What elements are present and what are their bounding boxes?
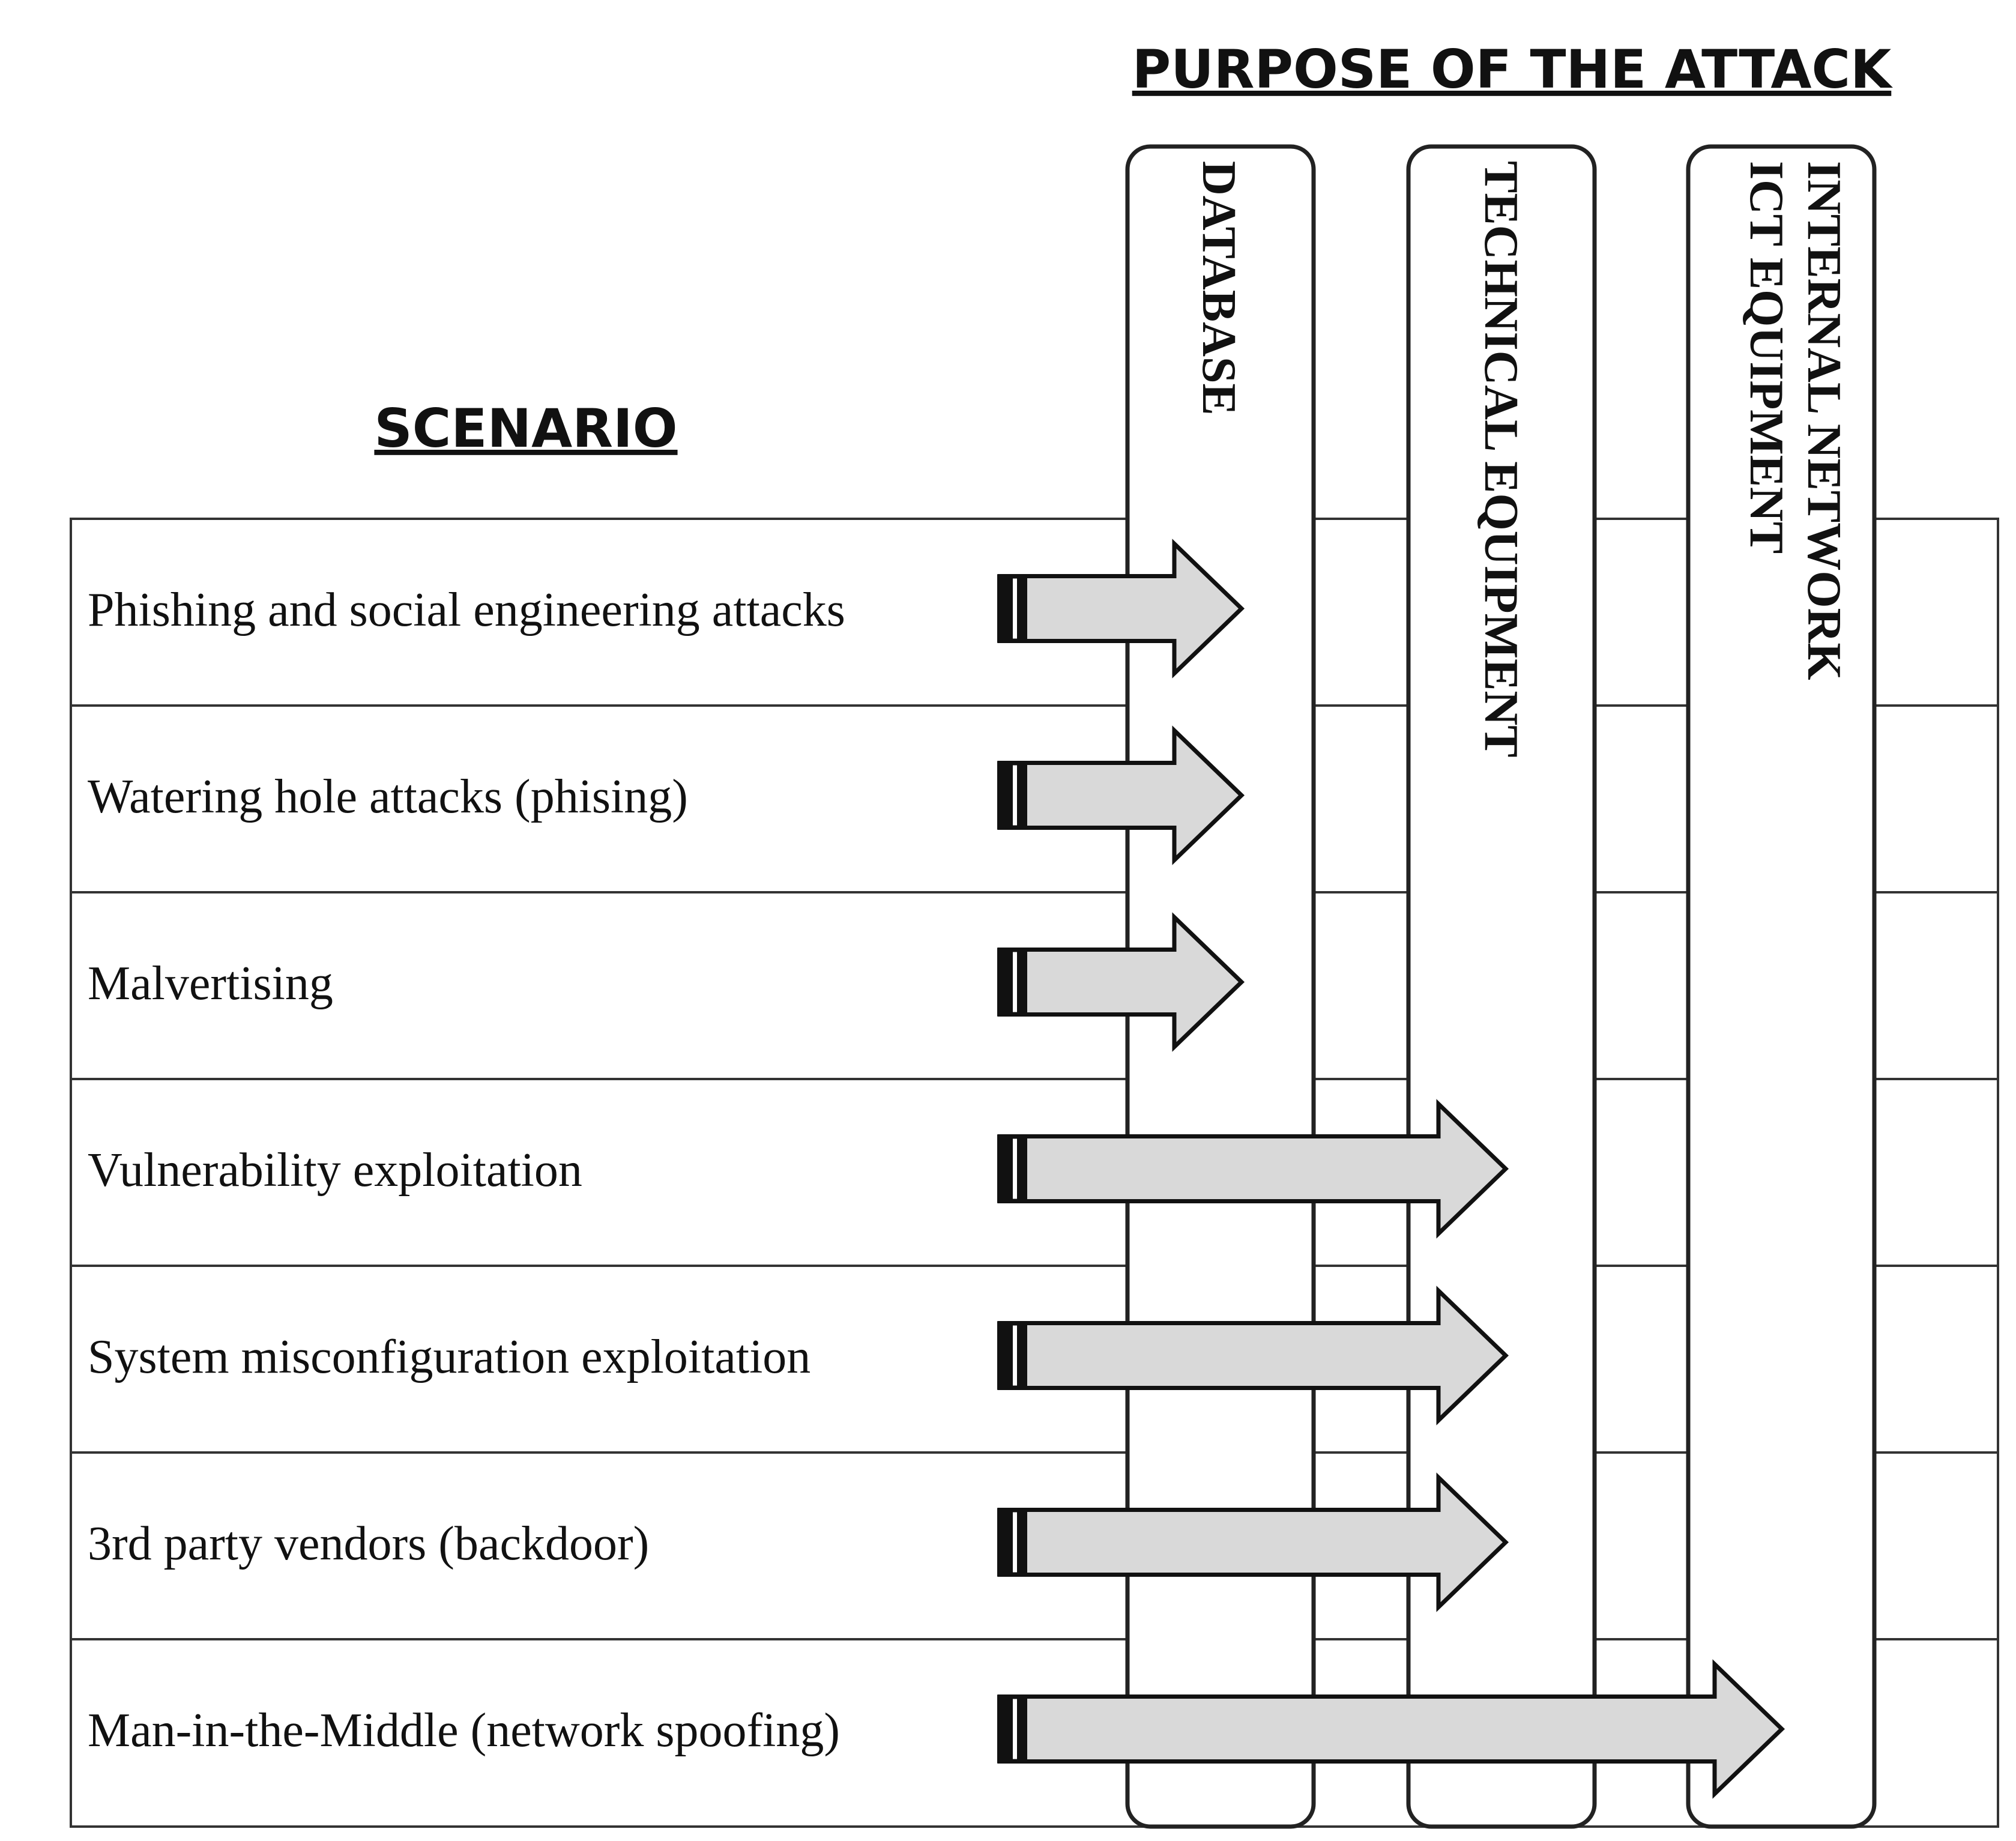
arrow-tail-stripe [1013, 1512, 1017, 1573]
scenario-label-watering-hole: Watering hole attacks (phising) [88, 770, 688, 823]
arrow-tail-stripe [1013, 1325, 1017, 1386]
column-label-internal-network-ict-equipment: INTERNAL NETWORK ICT EQUIPMENT [1740, 161, 1850, 692]
scenario-label-phishing: Phishing and social engineering attacks [88, 584, 845, 636]
scenario-label-malvertising: Malvertising [88, 957, 333, 1010]
attack-arrow [997, 725, 1245, 865]
arrow-tail-stripe [1013, 1138, 1017, 1199]
column-label-technical-equipment: TECHNICAL EQUIPMENT [1474, 161, 1527, 757]
scenario-label-system-misconfiguration: System misconfiguration exploitation [88, 1331, 810, 1383]
column-label-internal-network-line-1: INTERNAL NETWORK [1797, 161, 1850, 680]
attack-arrow [997, 539, 1245, 679]
arrow-shape [997, 912, 1245, 1052]
arrow-tail [997, 948, 1027, 1017]
arrow-tail-stripe [1013, 1699, 1017, 1759]
arrow-tail [997, 1321, 1027, 1390]
arrow-shape [997, 1659, 1785, 1799]
column-label-ict-equipment-line-2: ICT EQUIPMENT [1740, 161, 1793, 554]
purpose-heading: PURPOSE OF THE ATTACK [1132, 38, 1893, 100]
attack-arrow [997, 1472, 1509, 1612]
attack-arrow [997, 912, 1245, 1052]
arrow-shape [997, 1472, 1509, 1612]
scenario-label-third-party-vendors: 3rd party vendors (backdoor) [88, 1517, 649, 1570]
arrow-shape [997, 1286, 1509, 1425]
column-label-database-line-1: DATABASE [1192, 161, 1245, 416]
column-internal-network-ict-equipment [1686, 144, 1877, 1829]
scenario-labels: Phishing and social engineering attacks … [88, 584, 845, 1757]
arrow-shape [997, 1099, 1509, 1239]
arrow-tail [997, 761, 1027, 830]
column-label-technical-equipment-line-1: TECHNICAL EQUIPMENT [1474, 161, 1527, 757]
table-frame [70, 518, 1999, 1828]
arrow-tail-stripe [1013, 952, 1017, 1012]
arrow-shape [997, 539, 1245, 679]
arrow-tail-stripe [1013, 765, 1017, 826]
target-columns: DATABASE TECHNICAL EQUIPMENT INTERNAL NE… [1125, 144, 1877, 1829]
scenario-label-man-in-the-middle: Man-in-the-Middle (network spoofing) [88, 1704, 840, 1757]
arrow-tail [997, 1694, 1027, 1764]
attack-arrow [997, 1286, 1509, 1425]
attack-arrows [997, 539, 1785, 1799]
column-label-database: DATABASE [1192, 161, 1245, 416]
scenario-table [70, 518, 1999, 1828]
attack-arrow [997, 1099, 1509, 1239]
attack-arrow [997, 1659, 1785, 1799]
arrow-tail [997, 1134, 1027, 1203]
scenario-heading: SCENARIO [374, 398, 677, 459]
arrow-shape [997, 725, 1245, 865]
scenario-label-vulnerability-exploitation: Vulnerability exploitation [88, 1144, 582, 1197]
arrow-tail [997, 1508, 1027, 1577]
arrow-tail [997, 574, 1027, 643]
arrow-tail-stripe [1013, 578, 1017, 639]
